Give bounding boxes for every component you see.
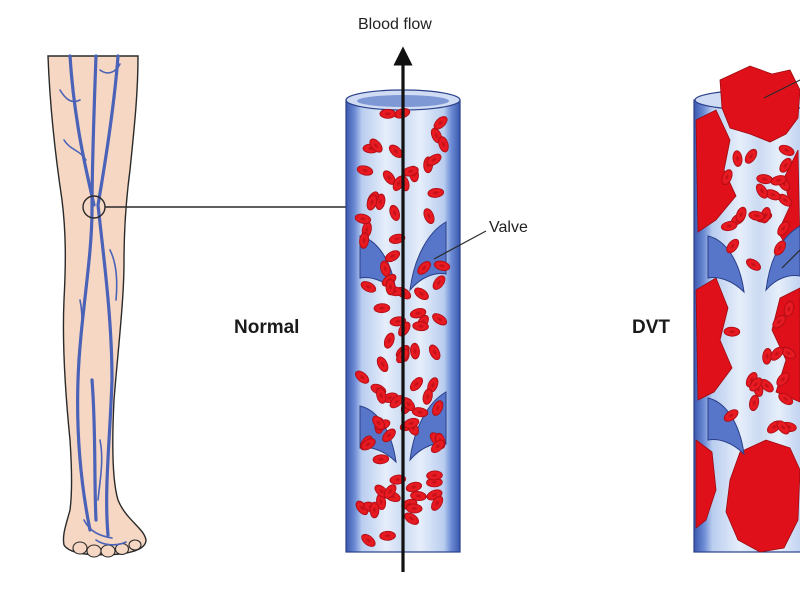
blood-flow-label: Blood flow bbox=[358, 16, 432, 33]
red-blood-cell-icon bbox=[748, 210, 765, 221]
red-blood-cell-icon bbox=[376, 356, 389, 373]
red-blood-cell-icon bbox=[372, 454, 390, 465]
red-blood-cell-icon bbox=[354, 213, 372, 224]
red-blood-cell-icon bbox=[409, 308, 427, 319]
red-blood-cell-icon bbox=[770, 346, 784, 361]
valve-label: Valve bbox=[489, 219, 528, 236]
red-blood-cell-icon bbox=[755, 183, 769, 199]
red-blood-cell-icon bbox=[749, 394, 760, 412]
red-blood-cell-icon bbox=[744, 148, 758, 164]
red-blood-cell-icon bbox=[426, 153, 442, 166]
normal-vessel bbox=[345, 46, 461, 572]
red-blood-cell-icon bbox=[384, 250, 401, 263]
red-blood-cell-icon bbox=[410, 342, 420, 360]
red-blood-cell-icon bbox=[783, 300, 795, 318]
red-blood-cell-icon bbox=[366, 194, 378, 211]
red-blood-cell-icon bbox=[422, 388, 433, 405]
red-blood-cell-icon bbox=[432, 275, 446, 290]
dvt-blood-cells bbox=[720, 144, 797, 435]
red-blood-cell-icon bbox=[383, 484, 397, 499]
red-blood-cell-icon bbox=[433, 116, 448, 130]
red-blood-cell-icon bbox=[428, 344, 441, 361]
valve-pointer-line bbox=[433, 230, 487, 260]
red-blood-cell-icon bbox=[735, 206, 747, 223]
red-blood-cell-icon bbox=[777, 221, 790, 236]
red-blood-cell-icon bbox=[356, 165, 374, 176]
leg-veins bbox=[68, 54, 120, 537]
red-blood-cell-icon bbox=[432, 400, 444, 416]
red-blood-cell-icon bbox=[723, 409, 739, 422]
red-blood-cell-icon bbox=[773, 240, 786, 256]
red-blood-cell-icon bbox=[369, 501, 380, 519]
red-blood-cell-icon bbox=[404, 512, 420, 525]
red-blood-cell-icon bbox=[360, 281, 377, 293]
red-blood-cell-icon bbox=[779, 157, 792, 173]
red-blood-cell-icon bbox=[726, 238, 740, 254]
red-blood-cell-icon bbox=[405, 503, 423, 514]
red-blood-cell-icon bbox=[770, 175, 787, 186]
red-blood-cell-icon bbox=[389, 204, 401, 221]
red-blood-cell-icon bbox=[410, 491, 427, 501]
red-blood-cell-icon bbox=[379, 530, 396, 541]
red-blood-cell-icon bbox=[388, 233, 406, 244]
leg-outline bbox=[47, 55, 147, 556]
red-blood-cell-icon bbox=[417, 261, 431, 275]
red-blood-cell-icon bbox=[772, 314, 787, 329]
red-blood-cell-icon bbox=[361, 533, 376, 547]
red-blood-cell-icon bbox=[359, 232, 370, 249]
red-blood-cell-icon bbox=[776, 372, 790, 387]
red-blood-cell-icon bbox=[749, 377, 763, 392]
red-blood-cell-icon bbox=[432, 313, 448, 326]
red-blood-cell-icon bbox=[376, 387, 387, 404]
red-blood-cell-icon bbox=[382, 428, 396, 443]
red-blood-cell-icon bbox=[746, 258, 761, 271]
red-blood-cell-icon bbox=[379, 108, 397, 119]
red-blood-cell-icon bbox=[430, 439, 445, 454]
red-blood-cell-icon bbox=[414, 287, 429, 301]
red-blood-cell-icon bbox=[412, 321, 429, 332]
red-blood-cell-icon bbox=[723, 326, 741, 337]
red-blood-cell-icon bbox=[431, 495, 444, 511]
red-blood-cell-icon bbox=[778, 144, 795, 156]
red-blood-cell-icon bbox=[776, 420, 790, 435]
red-blood-cell-icon bbox=[721, 169, 733, 185]
red-blood-cell-icon bbox=[426, 470, 443, 481]
red-blood-cell-icon bbox=[372, 415, 386, 431]
red-blood-cell-icon bbox=[720, 220, 738, 232]
dvt-vessel bbox=[693, 65, 800, 553]
red-blood-cell-icon bbox=[369, 138, 383, 153]
red-blood-cell-icon bbox=[360, 438, 376, 451]
red-blood-cell-icon bbox=[778, 392, 794, 406]
red-blood-cell-icon bbox=[373, 303, 391, 314]
red-blood-cell-icon bbox=[423, 208, 435, 224]
red-blood-cell-icon bbox=[383, 332, 395, 349]
red-blood-cell-icon bbox=[385, 278, 396, 296]
normal-label: Normal bbox=[234, 317, 300, 338]
red-blood-cell-icon bbox=[409, 377, 424, 392]
red-blood-cell-icon bbox=[427, 187, 445, 198]
red-blood-cell-icon bbox=[732, 150, 743, 167]
dvt-label: DVT bbox=[632, 317, 670, 338]
red-blood-cell-icon bbox=[355, 370, 370, 384]
red-blood-cell-icon bbox=[405, 481, 423, 493]
red-blood-cell-icon bbox=[438, 136, 449, 153]
red-blood-cell-icon bbox=[433, 260, 451, 271]
leg-illustration-icon bbox=[47, 54, 147, 558]
